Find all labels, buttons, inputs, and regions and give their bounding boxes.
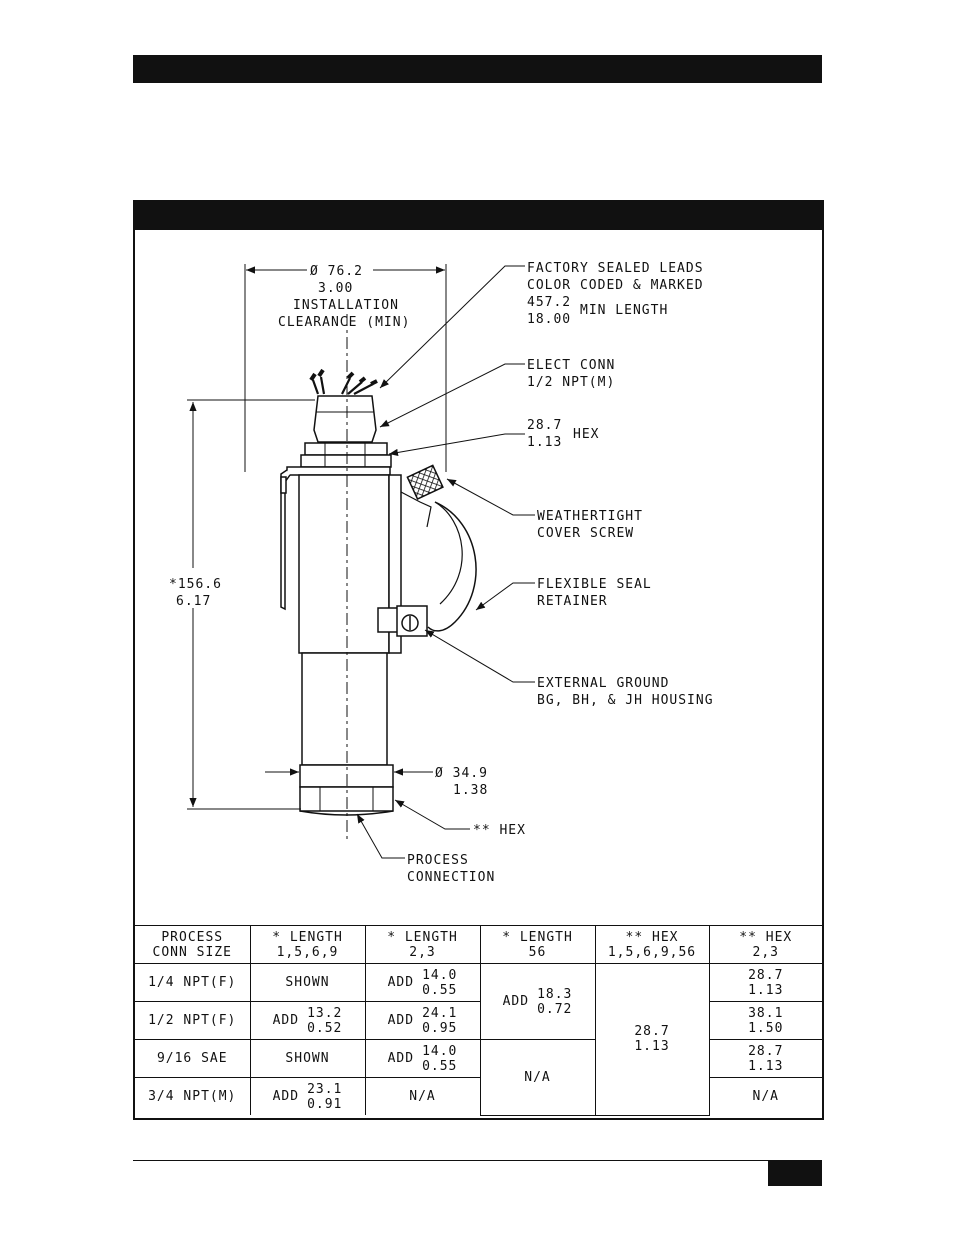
top-title-bar <box>133 55 822 83</box>
callout-labels: Ø 76.2 3.00 INSTALLATION CLEARANCE (MIN)… <box>169 261 714 885</box>
conn-size-cell: 1/4 NPT(F) <box>135 963 251 1002</box>
hex-word: HEX <box>573 427 599 442</box>
page-number-tab <box>768 1161 822 1186</box>
leads-line1: FACTORY SEALED LEADS <box>527 261 704 276</box>
elect-line2: 1/2 NPT(M) <box>527 375 615 390</box>
leads-line2: COLOR CODED & MARKED <box>527 278 704 293</box>
footer-rule <box>133 1160 822 1161</box>
length-cell: SHOWN <box>249 963 366 1002</box>
hex-cell: N/A <box>708 1077 822 1115</box>
leads-in: 18.00 <box>527 312 571 327</box>
seal-line2: RETAINER <box>537 594 608 609</box>
conn-size-cell: 9/16 SAE <box>135 1039 251 1078</box>
switch-body <box>244 264 477 842</box>
conn-size-cell: 1/2 NPT(F) <box>135 1001 251 1040</box>
leads-mm: 457.2 <box>527 295 571 310</box>
process-line1: PROCESS <box>407 853 469 868</box>
conn-size-cell: 3/4 NPT(M) <box>135 1077 251 1115</box>
length56-na-cell: N/A <box>479 1039 596 1116</box>
elect-line1: ELECT CONN <box>527 358 615 373</box>
ground-line2: BG, BH, & JH HOUSING <box>537 693 714 708</box>
clearance-line1: INSTALLATION <box>293 298 399 313</box>
figure-frame: Ø 76.2 3.00 INSTALLATION CLEARANCE (MIN)… <box>133 200 824 1120</box>
length-mm: *156.6 <box>169 577 222 592</box>
clearance-dia-label: Ø 76.2 <box>310 264 363 279</box>
dimension-lines <box>187 265 535 859</box>
figure-header-bar <box>135 202 822 230</box>
body-in: 1.38 <box>453 783 488 798</box>
process-line2: CONNECTION <box>407 870 495 885</box>
cover-line1: WEATHERTIGHT <box>537 509 643 524</box>
hex-in: 1.13 <box>527 435 562 450</box>
cover-line2: COVER SCREW <box>537 526 634 541</box>
seal-line1: FLEXIBLE SEAL <box>537 577 652 592</box>
leads-suffix: MIN LENGTH <box>580 303 668 318</box>
length-cell: SHOWN <box>249 1039 366 1078</box>
body-dia: Ø 34.9 <box>435 766 488 781</box>
bottom-hex-label: ** HEX <box>473 823 526 838</box>
clearance-in-label: 3.00 <box>318 281 353 296</box>
ground-line1: EXTERNAL GROUND <box>537 676 669 691</box>
clearance-line2: CLEARANCE (MIN) <box>278 315 410 330</box>
hex-mm: 28.7 <box>527 418 562 433</box>
length-cell: N/A <box>364 1077 481 1115</box>
length-in: 6.17 <box>176 594 211 609</box>
dimension-drawing: Ø 76.2 3.00 INSTALLATION CLEARANCE (MIN)… <box>169 261 714 885</box>
